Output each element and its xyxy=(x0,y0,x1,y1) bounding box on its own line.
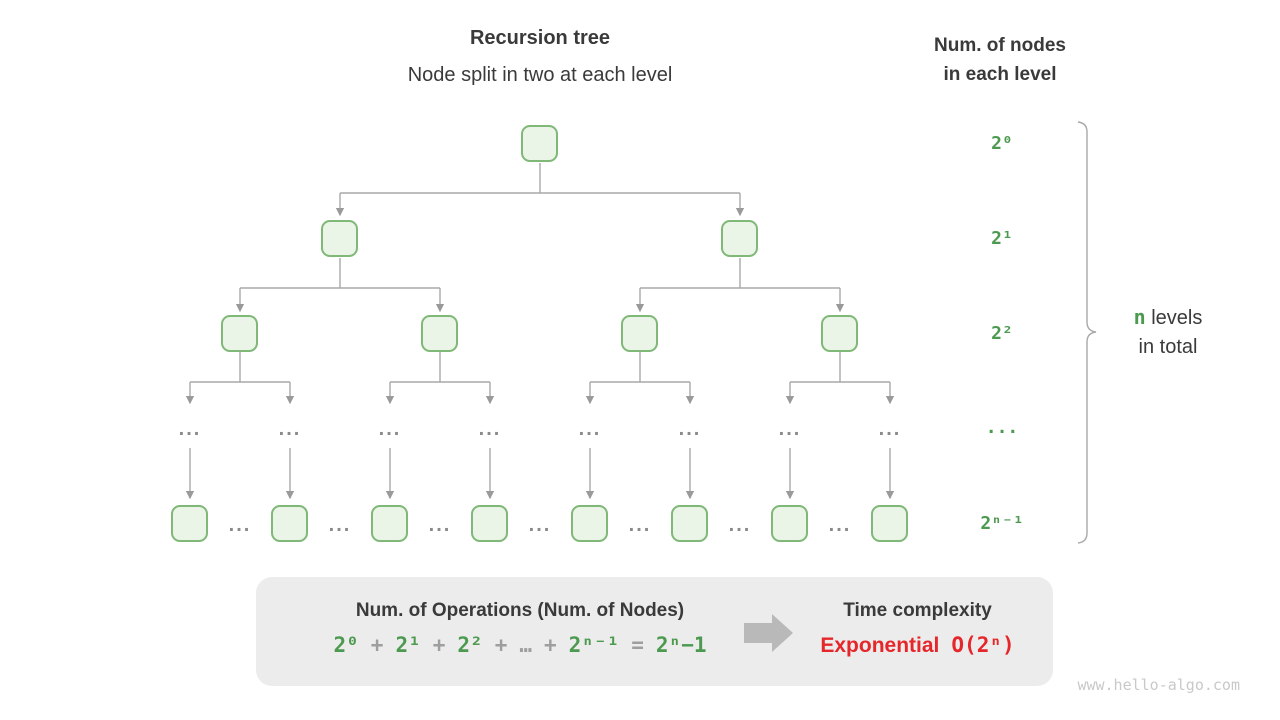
tree-node-leaf xyxy=(771,505,808,542)
tree-node xyxy=(821,315,858,352)
tree-node-root xyxy=(521,125,558,162)
time-complexity-value: Exponential O(2ⁿ) xyxy=(790,633,1045,658)
tree-ellipsis: ... xyxy=(378,418,402,440)
level-count-label-2: 2² xyxy=(991,323,1013,344)
formula-term: 2¹ xyxy=(395,633,421,657)
brace-note-in-total: in total xyxy=(1138,336,1198,358)
tree-ellipsis: ... xyxy=(778,418,802,440)
tree-node xyxy=(321,220,358,257)
formula-term: 2² xyxy=(457,633,483,657)
tree-node-leaf xyxy=(171,505,208,542)
formula-operator: + xyxy=(544,633,557,657)
leaf-gap-ellipsis: ... xyxy=(828,514,852,536)
tree-node-leaf xyxy=(871,505,908,542)
connector-lines xyxy=(185,163,895,500)
formula-term: 2ⁿ⁻¹ xyxy=(568,633,620,657)
operations-title: Num. of Operations (Num. of Nodes) xyxy=(355,600,685,621)
tree-node-leaf xyxy=(371,505,408,542)
diagram-subtitle: Node split in two at each level xyxy=(407,64,673,86)
level-count-label-1: 2¹ xyxy=(991,228,1013,249)
leaf-gap-ellipsis: ... xyxy=(328,514,352,536)
complexity-name: Exponential xyxy=(820,634,940,657)
formula-operator: = xyxy=(631,633,644,657)
leaf-gap-ellipsis: ... xyxy=(428,514,452,536)
leaf-gap-ellipsis: ... xyxy=(228,514,252,536)
summary-box xyxy=(256,577,1053,686)
tree-node-leaf xyxy=(571,505,608,542)
tree-node-leaf xyxy=(471,505,508,542)
tree-node-leaf xyxy=(671,505,708,542)
formula-term: 2⁰ xyxy=(333,633,359,657)
tree-ellipsis: ... xyxy=(278,418,302,440)
brace-note-n: n xyxy=(1133,305,1146,329)
leaf-gap-ellipsis: ... xyxy=(728,514,752,536)
tree-node-leaf xyxy=(271,505,308,542)
formula-ellipsis: … xyxy=(519,633,533,657)
formula-result: 2ⁿ−1 xyxy=(655,633,707,657)
level-count-label-ellipsis: ... xyxy=(985,417,1019,438)
tree-ellipsis: ... xyxy=(478,418,502,440)
tree-ellipsis: ... xyxy=(878,418,902,440)
level-count-label-0: 2⁰ xyxy=(991,133,1013,154)
brace-note-levels: levels xyxy=(1145,307,1203,329)
formula-operator: + xyxy=(370,633,384,657)
complexity-big-o: O(2ⁿ) xyxy=(951,633,1015,657)
levels-column-title: Num. of nodes in each level xyxy=(900,31,1100,89)
leaf-gap-ellipsis: ... xyxy=(628,514,652,536)
level-count-label-n-1: 2ⁿ⁻¹ xyxy=(980,513,1024,534)
formula-operator: + xyxy=(494,633,508,657)
diagram-title: Recursion tree xyxy=(469,27,611,49)
formula-operator: + xyxy=(432,633,446,657)
tree-node xyxy=(621,315,658,352)
tree-ellipsis: ... xyxy=(178,418,202,440)
tree-ellipsis: ... xyxy=(578,418,602,440)
time-complexity-title: Time complexity xyxy=(843,600,992,621)
levels-column-title-line1: Num. of nodes xyxy=(934,35,1066,56)
tree-node xyxy=(221,315,258,352)
brace-icon xyxy=(1077,121,1097,544)
tree-node xyxy=(721,220,758,257)
brace-note: n levels in total xyxy=(1105,303,1231,362)
operations-formula: 2⁰ +2¹ +2² + … +2ⁿ⁻¹ = 2ⁿ−1 xyxy=(256,633,784,657)
tree-node xyxy=(421,315,458,352)
levels-column-title-line2: in each level xyxy=(943,64,1057,85)
tree-ellipsis: ... xyxy=(678,418,702,440)
leaf-gap-ellipsis: ... xyxy=(528,514,552,536)
watermark: www.hello-algo.com xyxy=(1077,676,1240,694)
